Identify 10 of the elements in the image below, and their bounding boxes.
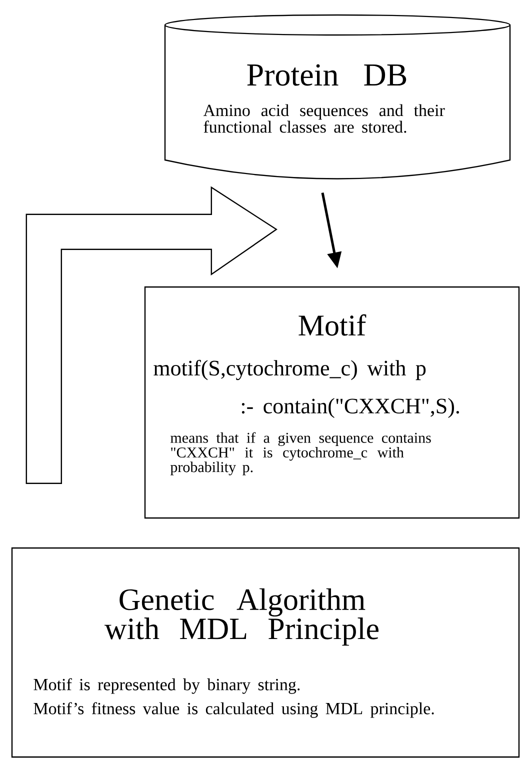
heading: Protein DB [247,64,406,86]
description-text: means that if a given sequence contains "CXXCH" it is cytochrome_c with probability p. [170,432,431,476]
block-arrow [26,186,278,484]
heading: Motif [298,314,366,336]
heading: Genetic Algorithm with MDL Principle [104,588,378,646]
description-text: Motif is represented by binary string. [34,678,300,694]
rule-text: motif(S,cytochrome_c) with p [154,360,426,380]
description-text: Amino acid sequences and their functional classes are stored. [203,104,445,133]
description-text: Motif’s fitness value is calculated using MDL principle. [34,702,434,718]
rule-text: :- contain("CXXCH",S). [242,398,459,418]
